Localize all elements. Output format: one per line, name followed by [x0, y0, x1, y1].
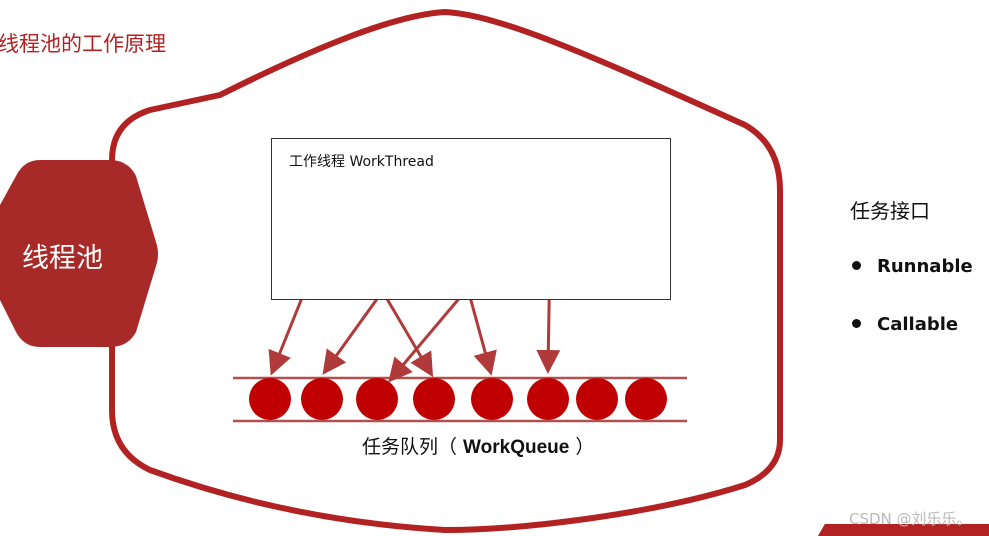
interface-item-callable: Callable: [852, 314, 958, 335]
queue-label-prefix: 任务队列（: [362, 436, 464, 458]
page-title: 线程池的工作原理: [0, 32, 166, 56]
interfaces-title: 任务接口: [850, 199, 930, 223]
bullet-icon: [852, 318, 861, 328]
task-item: [356, 378, 398, 420]
task-item: [413, 378, 455, 420]
pool-badge: [0, 160, 158, 347]
interface-item-runnable: Runnable: [852, 256, 973, 277]
task-item: [527, 378, 569, 420]
watermark: CSDN @刘乐乐。: [849, 510, 972, 528]
pool-label: 线程池: [22, 243, 103, 274]
queue-label-name: WorkQueue: [463, 437, 570, 458]
task-queue: [249, 378, 667, 420]
task-item: [471, 378, 513, 420]
task-item: [576, 378, 618, 420]
queue-label: 任务队列（ WorkQueue ）: [362, 432, 594, 459]
task-item: [625, 378, 667, 420]
interface-label: Runnable: [877, 256, 973, 277]
queue-label-suffix: ）: [569, 436, 595, 458]
pool-boundary: [109, 9, 783, 533]
interface-label: Callable: [877, 314, 959, 335]
workers-container: [271, 138, 671, 300]
corner-strip: [818, 524, 989, 536]
workers-label: 工作线程 WorkThread: [289, 154, 434, 170]
task-item: [301, 378, 343, 420]
bullet-icon: [852, 260, 861, 270]
task-item: [249, 378, 291, 420]
